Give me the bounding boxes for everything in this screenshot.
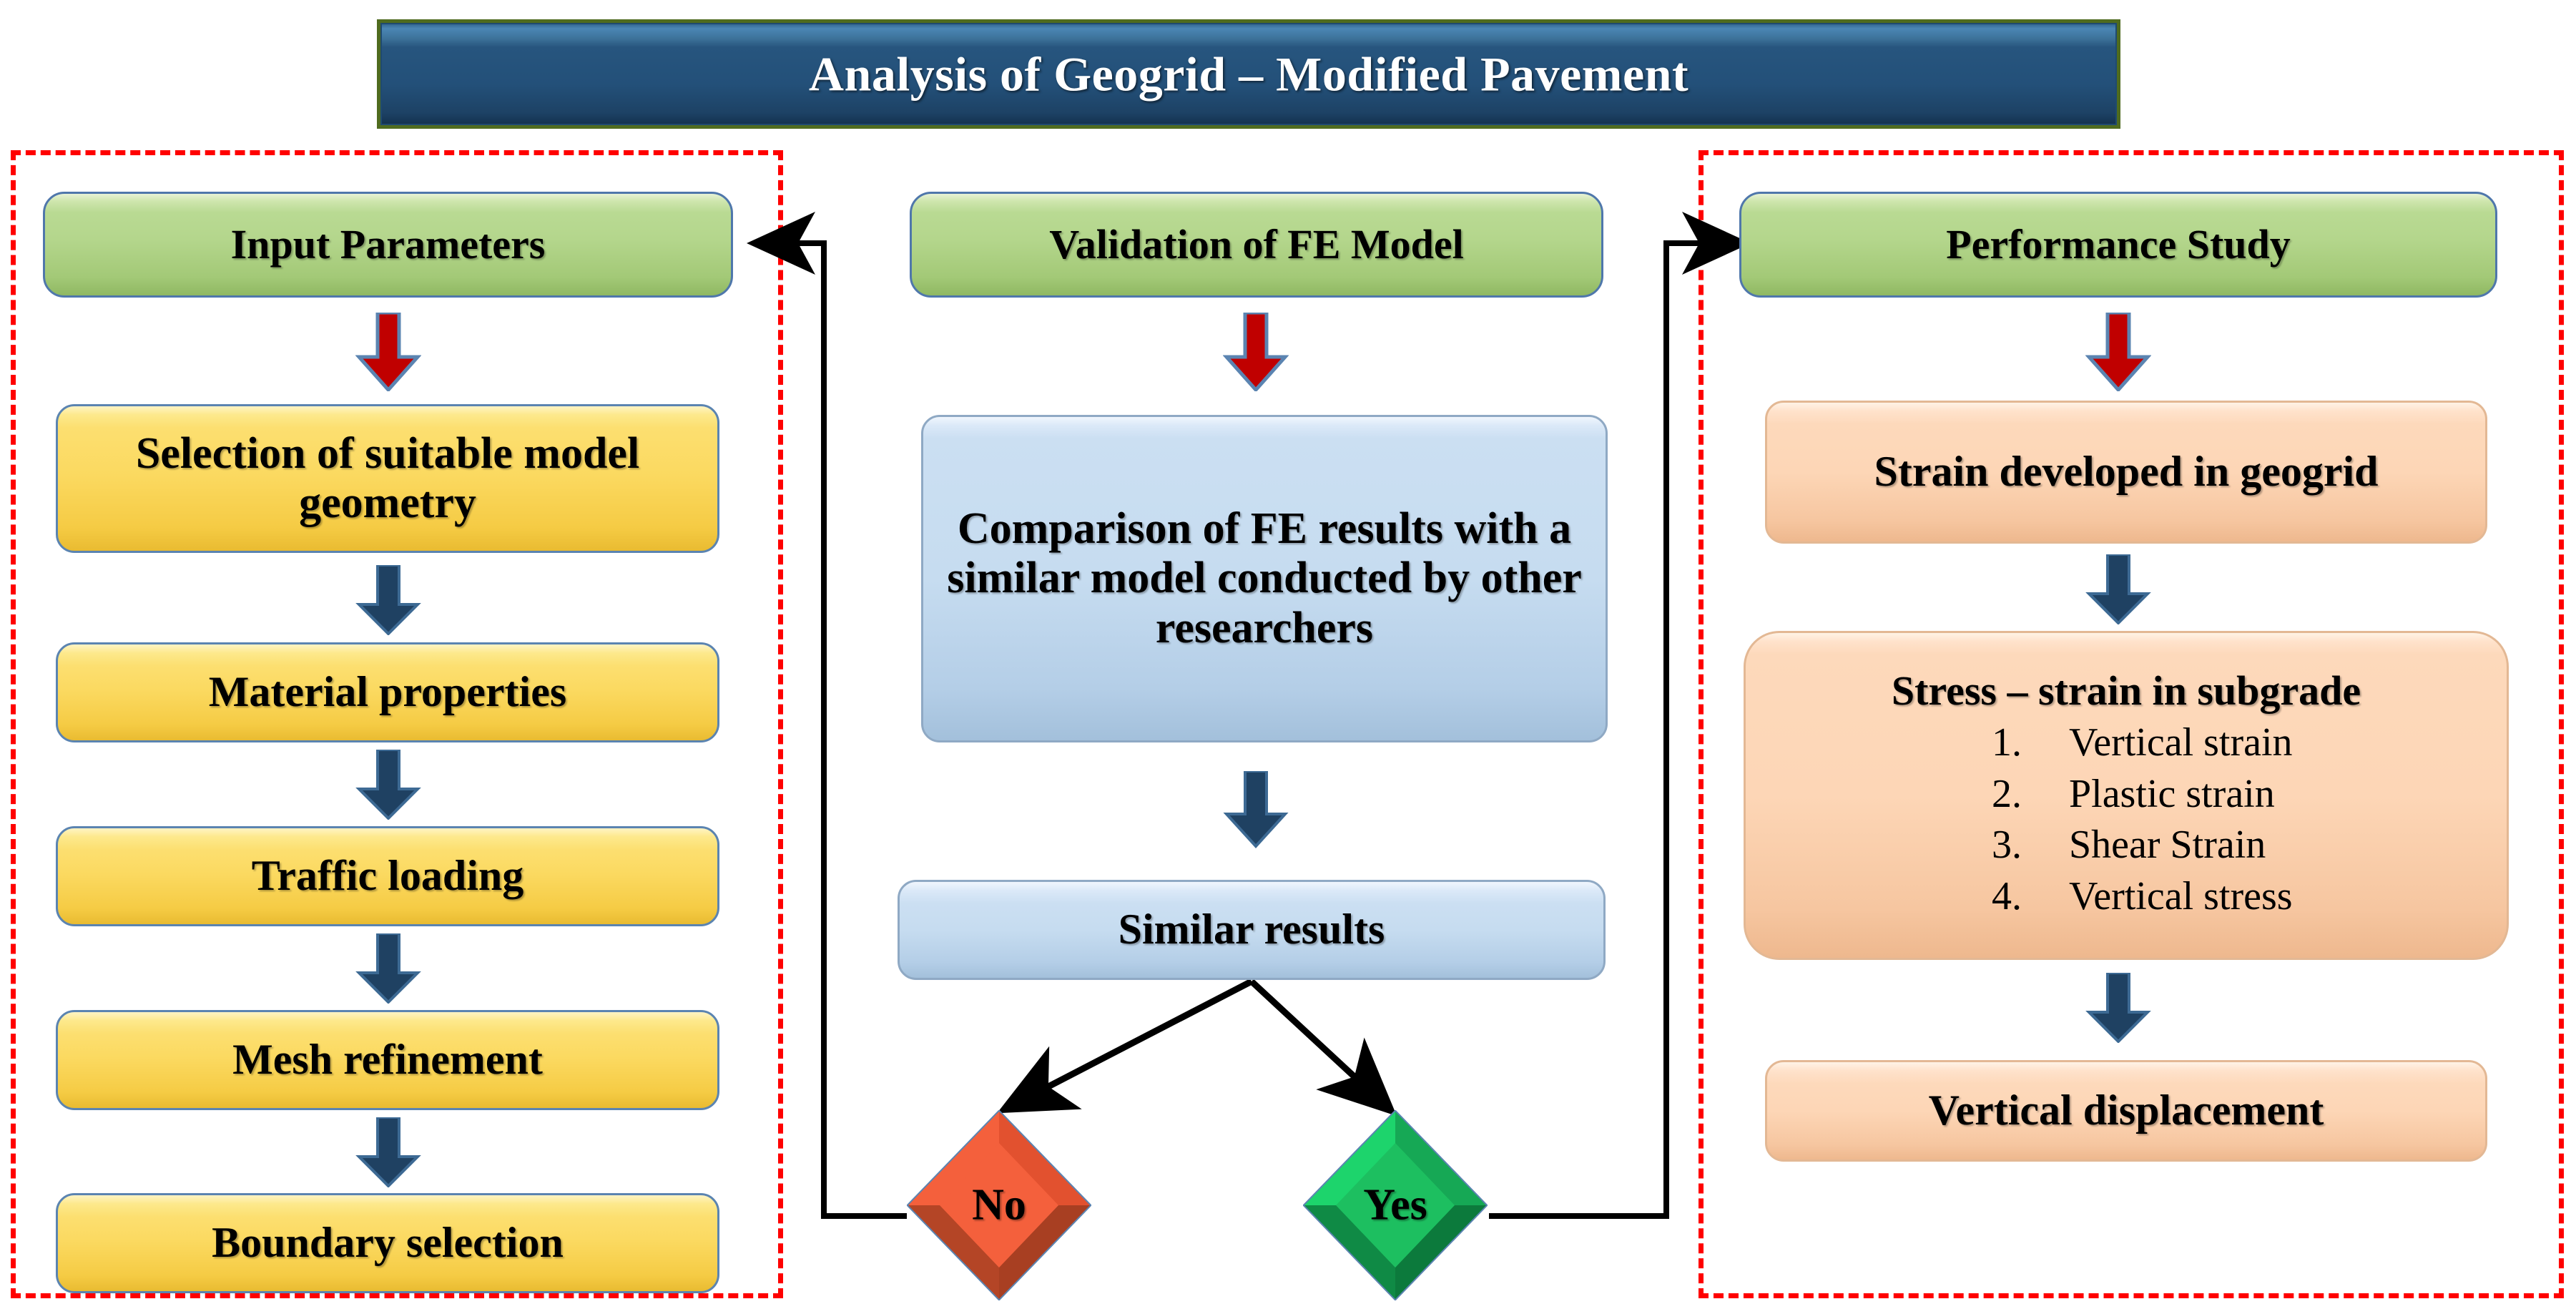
node-comparison-fe-results-label: Comparison of FE results with a similar … (947, 504, 1582, 652)
node-comparison-fe-results[interactable]: Comparison of FE results with a similar … (921, 415, 1608, 742)
node-material-properties[interactable]: Material properties (56, 642, 719, 742)
connector-similar-to-no (997, 979, 1254, 1114)
node-input-parameters[interactable]: Input Parameters (43, 192, 733, 298)
list-item-text: Shear Strain (2069, 823, 2266, 868)
node-stress-strain-subgrade[interactable]: Stress – strain in subgrade 1. Vertical s… (1744, 631, 2509, 960)
list-item: 2. Plastic strain (1756, 769, 2497, 820)
decision-no-label: No (972, 1180, 1026, 1230)
list-item-text: Vertical strain (2069, 720, 2293, 765)
node-model-geometry-label: Selection of suitable model geometry (135, 428, 640, 527)
decision-yes-label: Yes (1363, 1180, 1427, 1230)
diagram-title-text: Analysis of Geogrid – Modified Pavement (808, 46, 1689, 101)
node-similar-results-label: Similar results (1118, 906, 1385, 953)
node-mesh-refinement[interactable]: Mesh refinement (56, 1010, 719, 1110)
arrow-navy-traffic-to-mesh (355, 933, 421, 1004)
decision-no[interactable]: No (906, 1109, 1092, 1301)
stress-strain-list: 1. Vertical strain 2. Plastic strain 3. She… (1756, 717, 2497, 923)
node-vertical-displacement-label: Vertical displacement (1928, 1087, 2324, 1134)
list-item-number: 4. (1992, 874, 2022, 919)
node-traffic-loading[interactable]: Traffic loading (56, 826, 719, 926)
arrow-navy-material-to-traffic (355, 750, 421, 820)
arrow-red-validation-to-comparison (1223, 313, 1289, 391)
list-item: 4. Vertical stress (1756, 871, 2497, 923)
node-model-geometry[interactable]: Selection of suitable model geometry (56, 404, 719, 553)
arrow-navy-comparison-to-similar (1223, 771, 1289, 848)
node-strain-developed-geogrid-label: Strain developed in geogrid (1874, 448, 2379, 496)
node-performance-study[interactable]: Performance Study (1739, 192, 2497, 298)
node-input-parameters-label: Input Parameters (230, 220, 546, 268)
list-item-text: Vertical stress (2069, 874, 2293, 919)
list-item: 3. Shear Strain (1756, 820, 2497, 871)
node-boundary-selection[interactable]: Boundary selection (56, 1193, 719, 1293)
decision-yes[interactable]: Yes (1302, 1109, 1488, 1301)
node-validation-fe-model[interactable]: Validation of FE Model (910, 192, 1603, 298)
arrow-red-input-to-geometry (355, 313, 421, 391)
arrow-navy-geometry-to-material (355, 565, 421, 635)
list-item-number: 3. (1992, 823, 2022, 868)
list-item-text: Plastic strain (2069, 771, 2275, 816)
node-performance-study-label: Performance Study (1946, 220, 2291, 268)
node-material-properties-label: Material properties (208, 668, 567, 716)
node-similar-results[interactable]: Similar results (898, 880, 1606, 980)
node-stress-strain-subgrade-title: Stress – strain in subgrade (1891, 667, 2361, 715)
arrow-navy-stress-to-displacement (2085, 973, 2151, 1043)
list-item: 1. Vertical strain (1756, 717, 2497, 769)
arrow-navy-strain-to-stress (2085, 554, 2151, 624)
list-item-number: 2. (1992, 771, 2022, 816)
diagram-title-banner: Analysis of Geogrid – Modified Pavement (377, 19, 2120, 129)
connector-similar-to-yes (1249, 979, 1397, 1117)
node-traffic-loading-label: Traffic loading (251, 852, 524, 900)
arrow-navy-mesh-to-boundary (355, 1117, 421, 1187)
node-validation-fe-model-label: Validation of FE Model (1049, 220, 1464, 268)
node-strain-developed-geogrid[interactable]: Strain developed in geogrid (1765, 401, 2487, 544)
list-item-number: 1. (1992, 720, 2022, 765)
node-vertical-displacement[interactable]: Vertical displacement (1765, 1060, 2487, 1162)
node-boundary-selection-label: Boundary selection (212, 1219, 564, 1267)
node-mesh-refinement-label: Mesh refinement (232, 1036, 543, 1084)
arrow-red-performance-to-strain (2085, 313, 2151, 391)
